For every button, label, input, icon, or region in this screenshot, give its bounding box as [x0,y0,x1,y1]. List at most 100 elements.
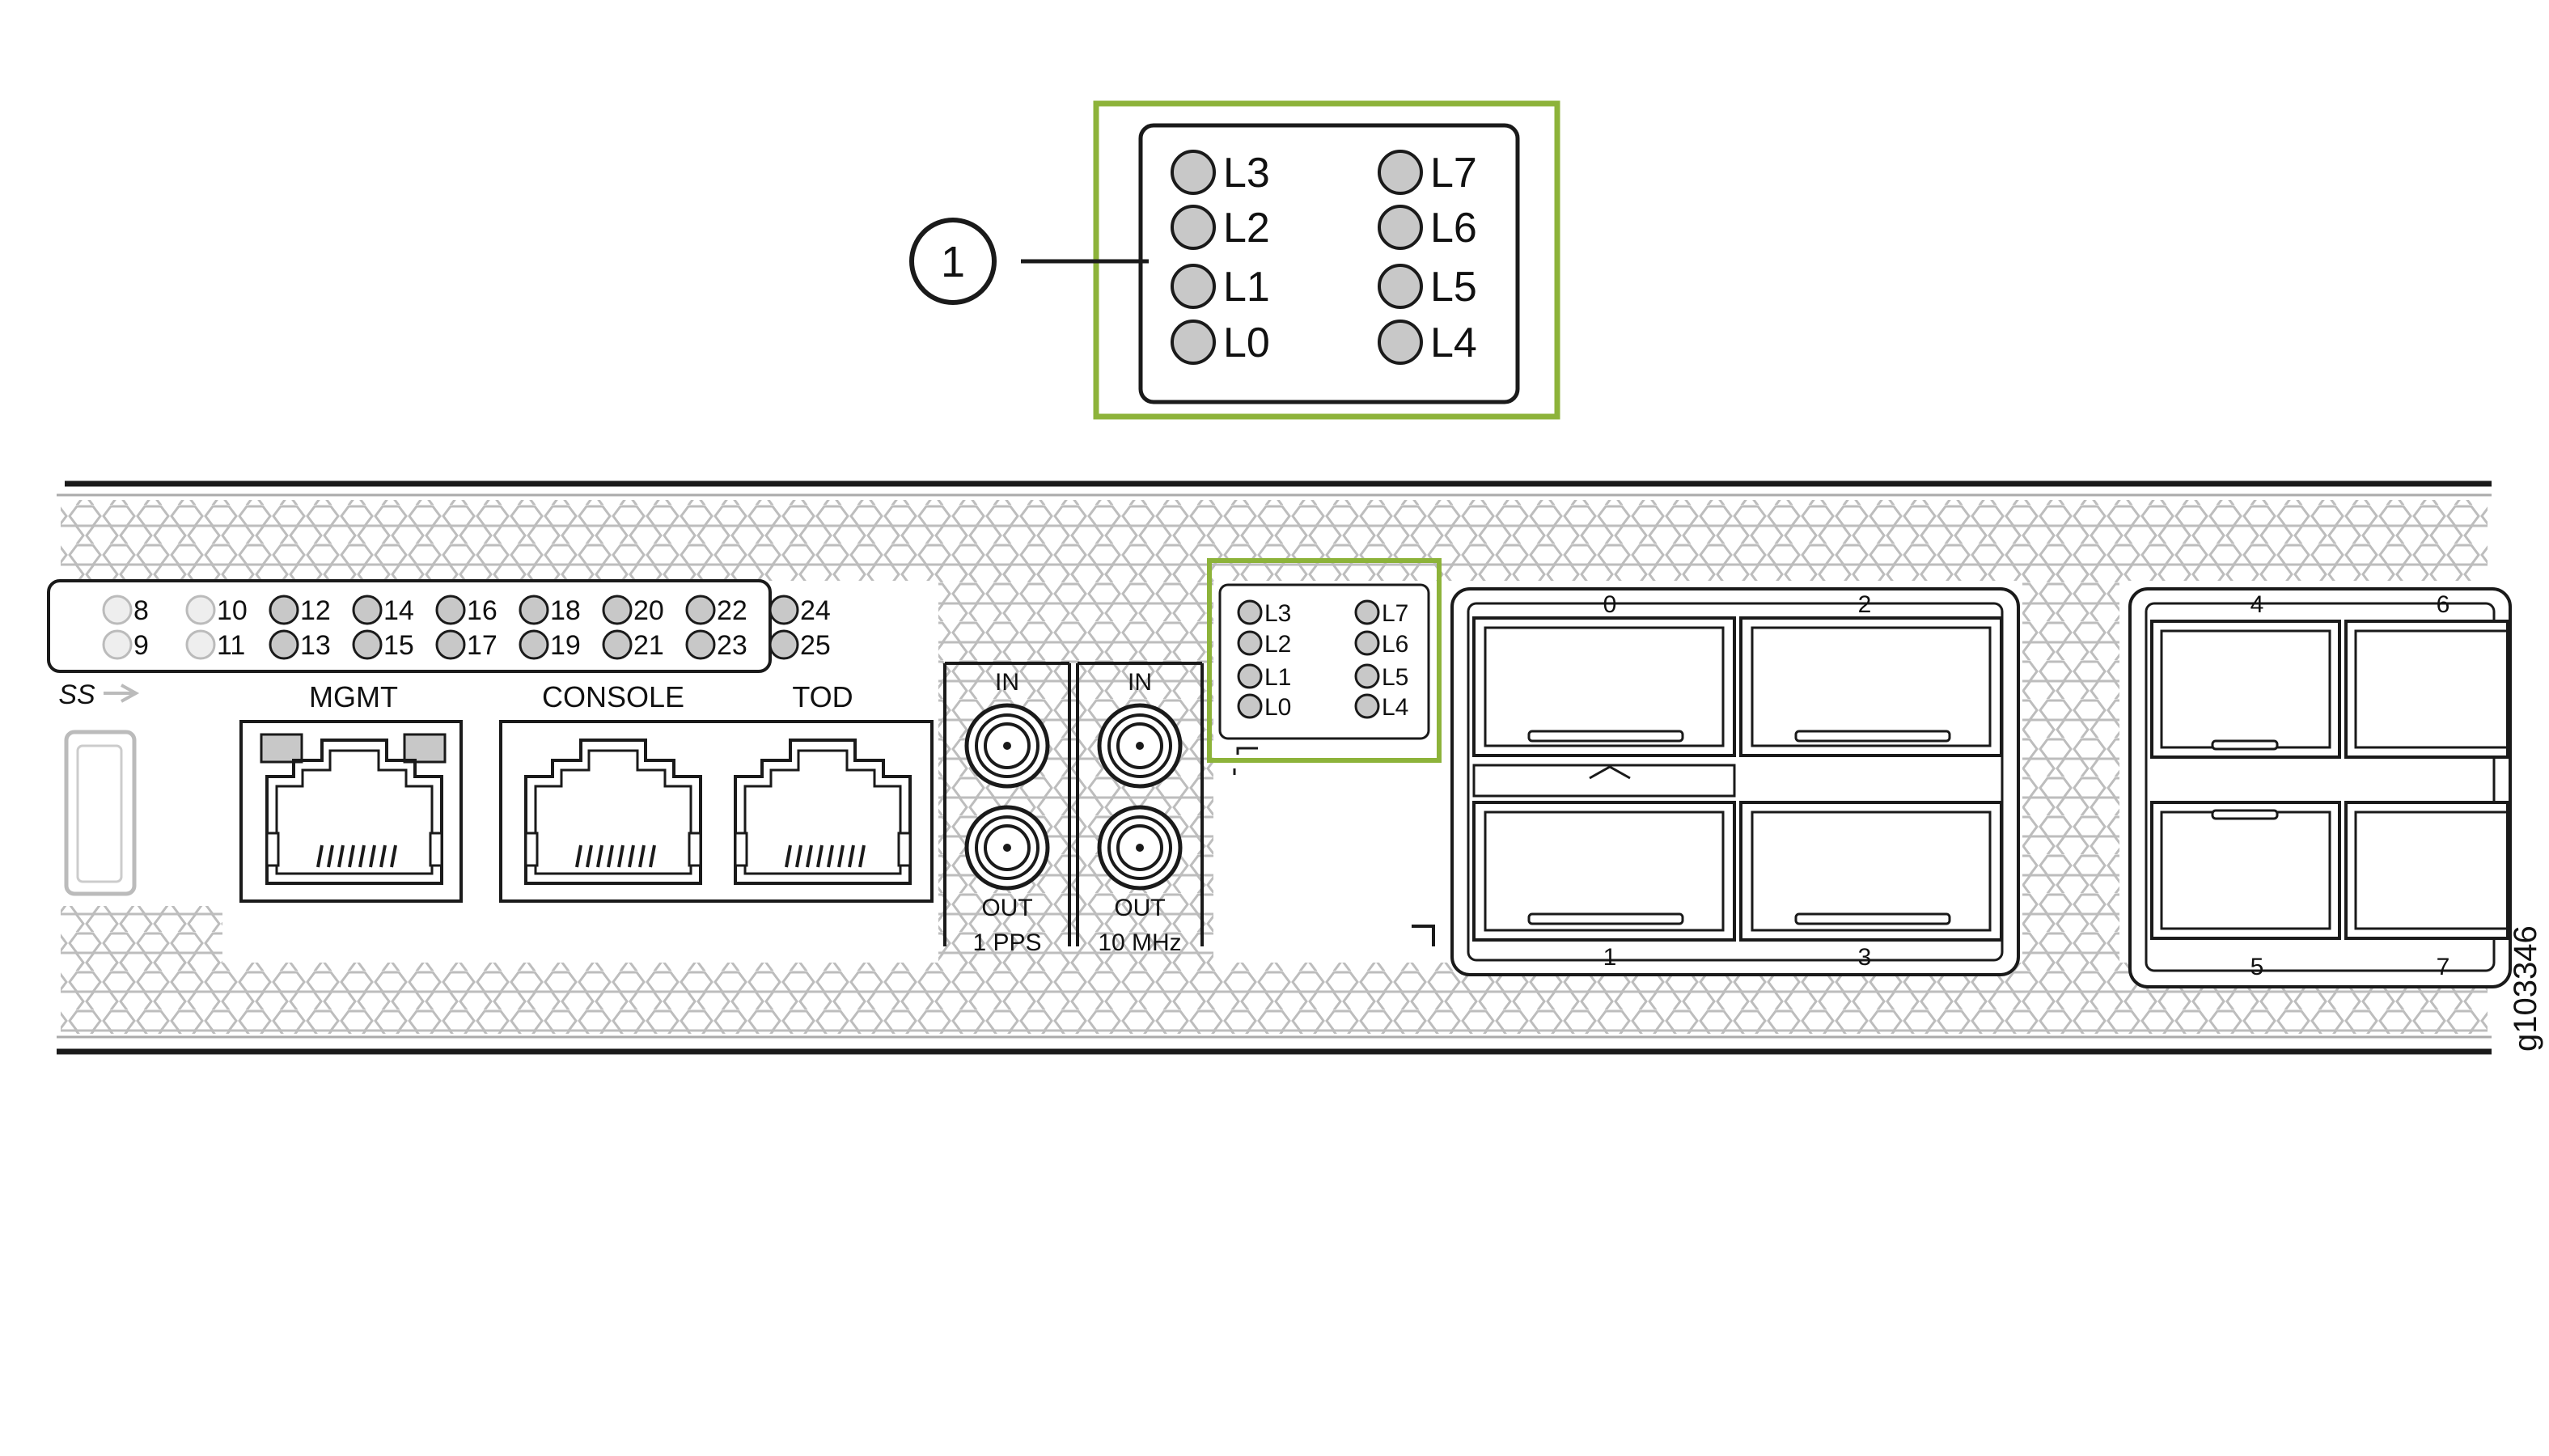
port-led-label-24: 24 [800,595,831,626]
sfp-port-label-5: 5 [2250,954,2264,980]
status-led-label-l1: L1 [1264,664,1291,691]
port-led-label-9: 9 [133,630,149,661]
usb-label: SS [58,679,95,710]
status-led-label-l7: L7 [1382,600,1408,627]
callout-led-label-l7: L7 [1430,150,1477,197]
sfp-port-7[interactable] [2344,801,2509,940]
callout-number-circle [909,218,997,305]
qsfp-port-2[interactable] [1739,616,2003,757]
port-led-16 [435,595,466,625]
mhz-in-label: IN [1128,669,1152,696]
tod-jack-outline-inner [743,749,902,875]
port-led-25 [769,629,799,660]
status-led-l7 [1354,599,1380,625]
status-led-label-l5: L5 [1382,664,1408,691]
tod-contact-pins [785,844,866,868]
console-rj45-port[interactable] [524,739,702,885]
pps-out-label: OUT [981,895,1032,921]
mgmt-label: MGMT [309,680,398,713]
qsfp-cage-block: 0 2 1 3 [1450,587,2020,976]
status-corner-mark-bottom [1412,925,1435,946]
console-tod-frame [499,720,934,903]
callout-led-label-l6: L6 [1430,205,1477,252]
port-led-label-15: 15 [383,630,414,661]
status-led-l6 [1354,630,1380,656]
port-led-label-17: 17 [467,630,498,661]
pps-out-connector[interactable] [964,805,1050,891]
port-led-label-18: 18 [550,595,581,626]
port-led-label-12: 12 [300,595,331,626]
status-led-l1 [1237,663,1263,689]
port-led-17 [435,629,466,660]
usb-connector[interactable] [64,730,137,896]
status-led-label-l3: L3 [1264,600,1291,627]
usb-connector-tongue [76,744,123,883]
sfp-port-5[interactable] [2150,801,2341,940]
port-led-12 [269,595,299,625]
sfp-port-6[interactable] [2344,620,2509,759]
usb-port[interactable]: SS [49,675,140,898]
port-led-label-16: 16 [467,595,498,626]
mgmt-jack-outline-inner [275,749,434,875]
mgmt-jack-outline [265,739,443,885]
port-led-label-10: 10 [217,595,248,626]
status-led-l3 [1237,599,1263,625]
callout-led-l2 [1171,205,1216,250]
callout-led-label-l2: L2 [1223,205,1270,252]
console-jack-outline-inner [534,749,692,875]
console-contact-pins [575,844,656,868]
tod-side-notch-left [734,832,748,867]
port-led-label-20: 20 [633,595,664,626]
callout-led-l0 [1171,320,1216,365]
qsfp-port-1[interactable] [1472,801,1736,942]
pps-in-connector[interactable] [964,703,1050,789]
status-led-highlight-frame [1207,558,1442,763]
console-side-notch-left [524,832,539,867]
callout-led-l7 [1378,150,1423,195]
port-led-label-25: 25 [800,630,831,661]
callout-led-l1 [1171,264,1216,309]
console-jack-outline [524,739,702,885]
callout-led-label-l1: L1 [1223,264,1270,311]
status-led-label-l4: L4 [1382,694,1408,721]
mhz-out-connector[interactable] [1097,805,1183,891]
qsfp-port-3[interactable] [1739,801,2003,942]
vent-pattern-bottom [61,963,2488,1034]
console-side-notch-right [688,832,702,867]
port-led-label-21: 21 [633,630,664,661]
callout-led-label-l4: L4 [1430,320,1477,366]
port-led-19 [519,629,549,660]
tod-rj45-port[interactable] [734,739,912,885]
port-led-11 [185,629,216,660]
qsfp-port-label-1: 1 [1603,944,1617,971]
status-led-l0 [1237,693,1263,719]
usb-symbol-icon [104,684,140,703]
qsfp-port-label-2: 2 [1858,591,1872,618]
sfp-cage-inner [2145,602,2496,972]
mhz-in-connector[interactable] [1097,703,1183,789]
qsfp-port-label-3: 3 [1858,944,1872,971]
mhz-connector-group: IN OUT 10 MHz [1076,662,1204,956]
port-led-strip [47,579,772,673]
sfp-port-4[interactable] [2150,620,2341,759]
callout-led-label-l5: L5 [1430,264,1477,311]
tod-side-notch-right [897,832,912,867]
status-corner-mark-top [1236,747,1258,755]
qsfp-center-pointer [1589,765,1631,780]
qsfp-port-0[interactable] [1472,616,1736,757]
status-led-label-l6: L6 [1382,631,1408,658]
callout-led-l4 [1378,320,1423,365]
pps-bracket [943,663,1071,946]
port-led-label-11: 11 [217,630,245,661]
mgmt-rj45-port[interactable] [260,733,447,885]
qsfp-port-label-0: 0 [1603,591,1617,618]
mgmt-side-notch-right [429,832,443,867]
callout-led-l6 [1378,205,1423,250]
sfp-port-label-6: 6 [2437,591,2450,618]
pps-in-label: IN [995,669,1019,696]
port-led-label-22: 22 [717,595,747,626]
